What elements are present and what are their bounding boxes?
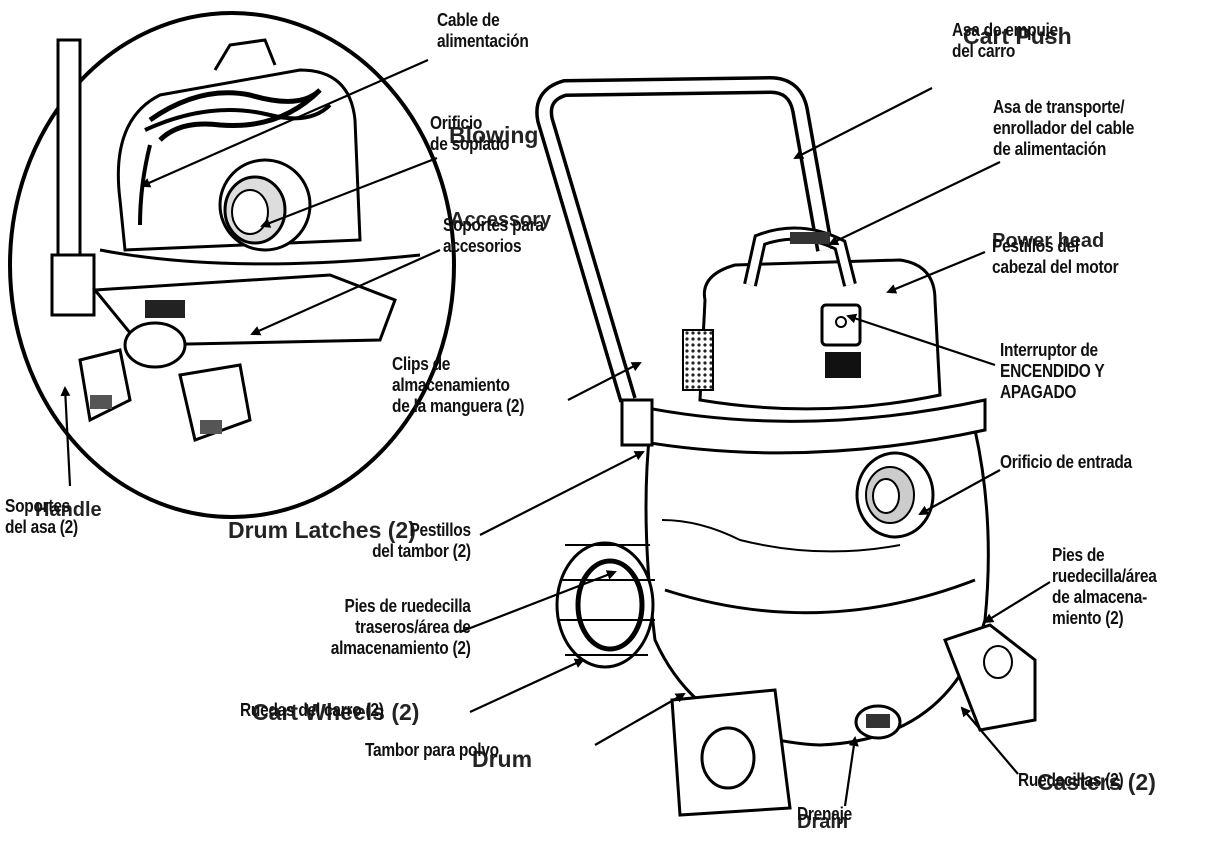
label-drum-latches: Pestillos del tambor (2) xyxy=(372,520,471,561)
overlay-accessory: Accessory xyxy=(450,209,552,231)
label-carrying-handle: Asa de transporte/ enrollador del cable … xyxy=(993,97,1135,159)
overlay-cart-push: Cart Push xyxy=(963,23,1072,49)
overlay-power-head: Power head xyxy=(992,230,1105,252)
overlay-drum-latches: Drum Latches (2) xyxy=(228,517,416,543)
overlay-blowing: Blowing xyxy=(449,122,539,148)
vacuum-body xyxy=(535,75,1037,817)
label-inlet-port: Orificio de entrada xyxy=(1000,452,1132,472)
overlay-casters: Casters (2) xyxy=(1037,769,1156,795)
overlay-handle: Handle xyxy=(35,499,102,521)
leader-lines xyxy=(60,58,1051,807)
inset-detail xyxy=(8,11,456,519)
label-motor-head-latches: Pestillos del cabezal del motor xyxy=(992,236,1119,277)
overlay-cart-wheels: Cart Wheels (2) xyxy=(252,699,420,725)
label-power-cord: Cable de alimentación xyxy=(437,10,529,51)
label-drain: Drenaje xyxy=(797,804,852,824)
label-casters: Ruedecillas (2) xyxy=(1018,770,1124,790)
label-rear-caster-feet: Pies de ruedecilla traseros/área de alma… xyxy=(331,596,471,658)
label-cart-push-handle: Asa de empuje del carro xyxy=(952,20,1058,61)
overlay-drum: Drum xyxy=(472,746,533,772)
label-cart-wheels: Ruedas del carro (2) xyxy=(240,700,384,720)
label-hose-clips: Clips de almacenamiento de la manguera (… xyxy=(392,354,525,416)
label-accessory-storage: Soportes para accesorios xyxy=(443,215,544,256)
label-dust-drum: Tambor para polvo xyxy=(365,740,499,760)
label-blowing-port: Orificio de soplado xyxy=(430,113,510,154)
overlay-drain: Drain xyxy=(797,811,849,833)
label-on-off-switch: Interruptor de ENCENDIDO Y APAGADO xyxy=(1000,340,1105,402)
label-handle-supports: Soportes del asa (2) xyxy=(5,496,78,537)
label-caster-feet-storage: Pies de ruedecilla/área de almacena- mie… xyxy=(1052,545,1157,628)
